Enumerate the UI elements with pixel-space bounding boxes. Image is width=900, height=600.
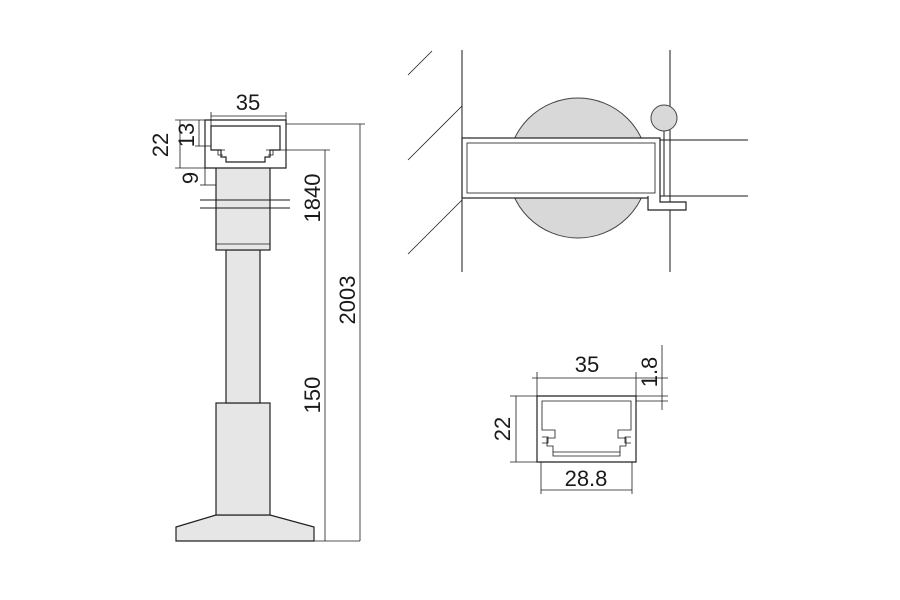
bottom-clip — [647, 196, 687, 211]
installation-detail-view — [407, 50, 748, 272]
profile-section-view: 35 1.8 22 28.8 — [490, 345, 668, 494]
pole-base-plate — [175, 514, 315, 542]
dim-22-label: 22 — [148, 133, 173, 157]
knob — [650, 104, 678, 132]
section-dim-28-8-label: 28.8 — [565, 466, 608, 491]
dim-13-label: 13 — [174, 123, 199, 147]
dim-9-label: 9 — [178, 172, 203, 184]
section-dim-1-8-label: 1.8 — [637, 357, 662, 388]
section-dim-35-label: 35 — [575, 352, 599, 377]
pole-lower-sleeve — [215, 402, 271, 516]
dim-2003-label: 2003 — [335, 276, 360, 325]
section-profile-shape — [536, 395, 637, 463]
section-dim-22-label: 22 — [490, 417, 515, 441]
dim-150-label: 150 — [300, 377, 325, 414]
pole-inner-tube — [225, 249, 261, 404]
pole-profile-head — [204, 119, 287, 169]
dim-35-label: 35 — [236, 90, 260, 115]
pole-elevation-view: 35 22 13 9 1840 150 2003 — [148, 90, 365, 542]
dim-1840-label: 1840 — [300, 174, 325, 223]
profile-box — [461, 137, 661, 199]
